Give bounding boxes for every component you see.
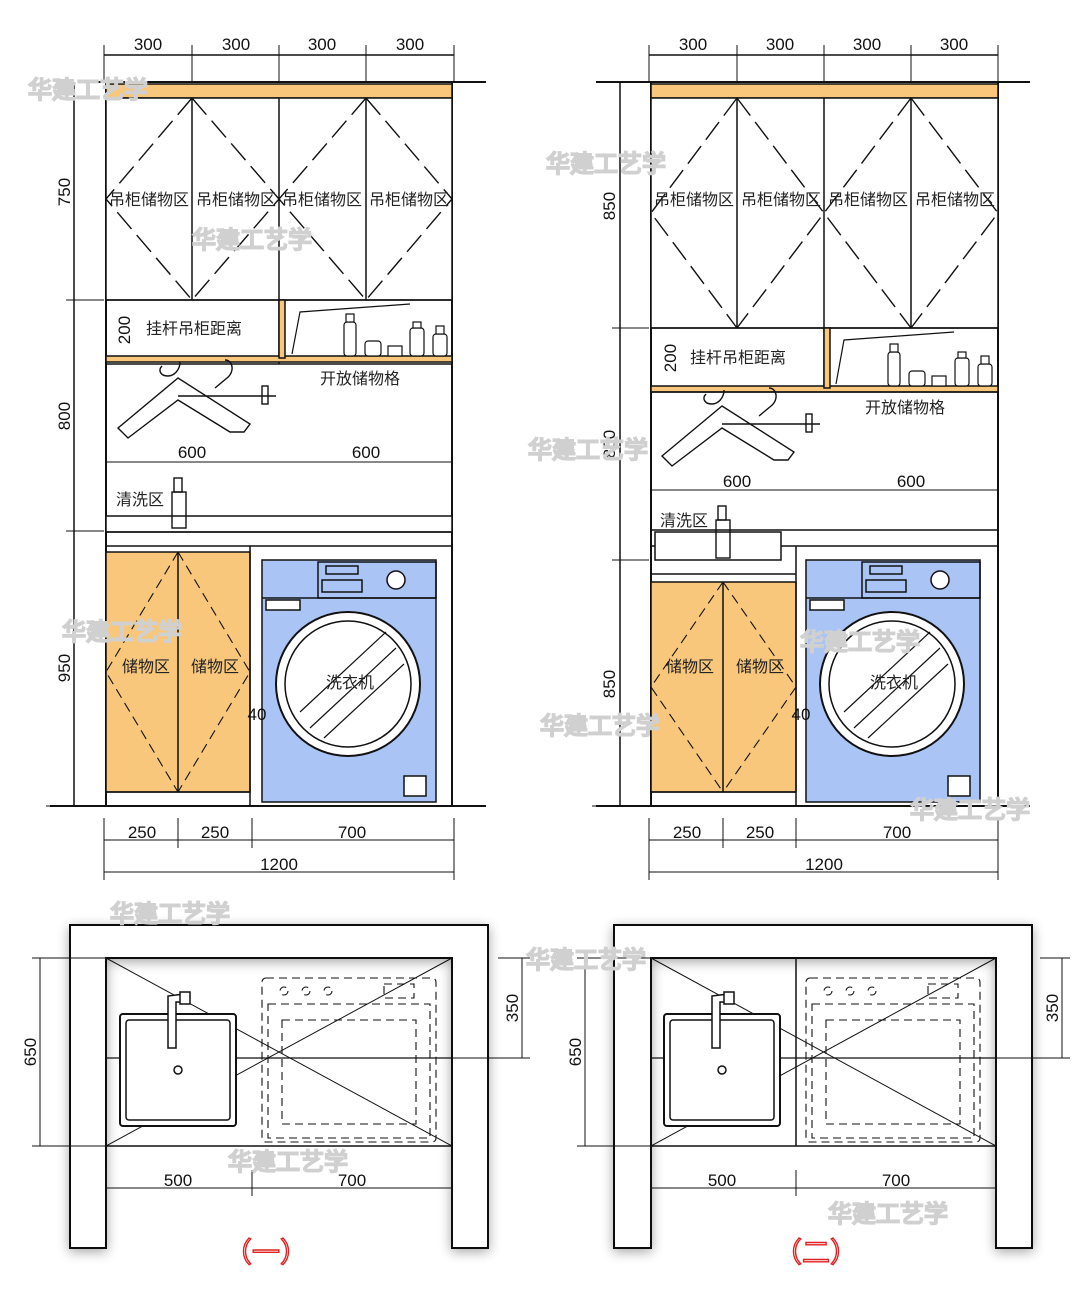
watermark-text: 华建工艺学	[528, 436, 648, 464]
washer-depth-dim: 350	[1043, 994, 1062, 1022]
plan-2-text: 650 350 500 700 （二）	[566, 994, 1062, 1270]
gap-label: 挂杆吊柜距离	[146, 319, 242, 338]
hang-dim: 600	[723, 472, 751, 491]
upper-cabinet-label: 吊柜储物区	[741, 190, 821, 209]
storage-label: 储物区	[736, 657, 784, 676]
elevation-1-text: 300 300 300 300 750 800 950 吊柜储物区 吊柜储物区 …	[55, 35, 449, 874]
watermark-text: 华建工艺学	[828, 1200, 948, 1228]
dim-label: 850	[600, 192, 619, 220]
dim-label: 250	[673, 823, 701, 842]
wash-area-label: 清洗区	[116, 490, 164, 509]
upper-cabinet-label: 吊柜储物区	[915, 190, 995, 209]
storage-label: 储物区	[666, 657, 714, 676]
hang-dim: 600	[897, 472, 925, 491]
washer-gap-dim: 40	[792, 705, 811, 724]
depth-dim: 650	[566, 1038, 585, 1066]
watermarks: 华建工艺学 华建工艺学 华建工艺学 华建工艺学 华建工艺学 华建工艺学 华建工艺…	[27, 75, 1030, 1228]
dim-label: 250	[128, 823, 156, 842]
total-dim: 1200	[260, 855, 298, 874]
plan-2	[577, 924, 1070, 1249]
hang-dim: 600	[178, 443, 206, 462]
upper-cabinet-label: 吊柜储物区	[654, 190, 734, 209]
dim-label: 300	[766, 35, 794, 54]
watermark-text: 华建工艺学	[62, 618, 182, 646]
plan-caption: （一）	[224, 1236, 308, 1269]
dim-label: 500	[164, 1171, 192, 1190]
watermark-text: 华建工艺学	[28, 76, 148, 104]
upper-cabinet-label: 吊柜储物区	[828, 190, 908, 209]
dim-label: 300	[308, 35, 336, 54]
storage-label: 储物区	[122, 657, 170, 676]
washer-depth-dim: 350	[503, 994, 522, 1022]
elevation-2-text: 300 300 300 300 850 800 850 吊柜储物区 吊柜储物区 …	[600, 35, 995, 874]
open-shelf-label: 开放储物格	[320, 369, 400, 388]
dim-label: 950	[55, 654, 74, 682]
gap-dim: 200	[115, 316, 134, 344]
plan-1-text: 650 350 500 700 （一）	[21, 994, 522, 1270]
dim-label: 250	[201, 823, 229, 842]
watermark-text: 华建工艺学	[540, 712, 660, 740]
washer-gap-dim: 40	[248, 705, 267, 724]
watermark-text: 华建工艺学	[192, 226, 312, 254]
washer-label: 洗衣机	[326, 673, 374, 692]
upper-cabinet-label: 吊柜储物区	[196, 190, 276, 209]
storage-label: 储物区	[191, 657, 239, 676]
dim-label: 700	[883, 823, 911, 842]
watermark-text: 华建工艺学	[526, 946, 646, 974]
plan-caption: （二）	[774, 1236, 858, 1269]
dim-label: 300	[222, 35, 250, 54]
dim-label: 300	[396, 35, 424, 54]
hang-dim: 600	[352, 443, 380, 462]
dim-label: 700	[338, 1171, 366, 1190]
gap-dim: 200	[661, 344, 680, 372]
dim-label: 850	[600, 670, 619, 698]
dim-label: 800	[55, 402, 74, 430]
dim-label: 250	[746, 823, 774, 842]
elevation-1	[46, 45, 486, 880]
dim-label: 300	[134, 35, 162, 54]
watermark-text: 华建工艺学	[110, 900, 230, 928]
upper-cabinet-label: 吊柜储物区	[282, 190, 362, 209]
dim-label: 300	[679, 35, 707, 54]
dim-label: 300	[940, 35, 968, 54]
elevation-2	[592, 45, 1030, 880]
watermark-text: 华建工艺学	[228, 1148, 348, 1176]
upper-cabinet-label: 吊柜储物区	[369, 190, 449, 209]
dim-label: 300	[853, 35, 881, 54]
dim-label: 700	[882, 1171, 910, 1190]
dim-label: 500	[708, 1171, 736, 1190]
watermark-text: 华建工艺学	[546, 150, 666, 178]
upper-cabinet-label: 吊柜储物区	[109, 190, 189, 209]
plan-1	[32, 924, 530, 1249]
total-dim: 1200	[805, 855, 843, 874]
dim-label: 700	[338, 823, 366, 842]
watermark-text: 华建工艺学	[800, 628, 920, 656]
dim-label: 800	[600, 430, 619, 458]
depth-dim: 650	[21, 1038, 40, 1066]
open-shelf-label: 开放储物格	[865, 398, 945, 417]
washer-label: 洗衣机	[870, 673, 918, 692]
dim-label: 750	[55, 178, 74, 206]
gap-label: 挂杆吊柜距离	[690, 348, 786, 367]
watermark-text: 华建工艺学	[910, 796, 1030, 824]
wash-area-label: 清洗区	[660, 511, 708, 530]
